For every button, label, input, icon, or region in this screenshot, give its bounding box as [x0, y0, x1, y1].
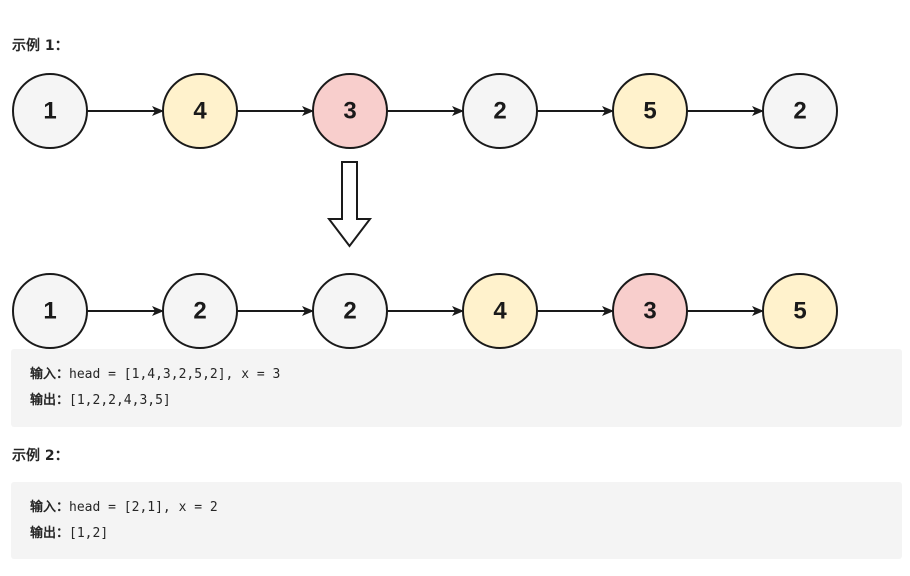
before-list-node-value: 3	[343, 97, 356, 124]
before-list-node-value: 2	[793, 97, 806, 124]
before-list-node	[12, 73, 88, 149]
after-list-node-value: 1	[43, 297, 56, 324]
after-list-node	[12, 273, 88, 349]
example-1-output-line: 输出：[1,2,2,4,3,5]	[30, 391, 171, 411]
output-label: 输出：	[30, 393, 70, 408]
linked-list-diagram: 1 4 3 2 5 2 1 2 2 4 3 5	[12, 73, 838, 349]
input-value: head = [2,1], x = 2	[69, 500, 218, 515]
before-list-node-value: 5	[643, 97, 656, 124]
output-value: [1,2,2,4,3,5]	[69, 393, 171, 408]
after-list-node-value: 5	[793, 297, 806, 324]
output-label: 输出：	[30, 526, 70, 541]
output-value: [1,2]	[69, 526, 109, 541]
example-2-heading: 示例 2：	[12, 448, 69, 464]
after-list-node-value: 2	[193, 297, 206, 324]
input-label: 输入：	[30, 367, 70, 382]
after-list-row: 1 2 2 4 3 5	[12, 273, 838, 349]
after-list-node-value: 4	[493, 297, 507, 324]
after-list-node	[162, 273, 238, 349]
example-1-heading: 示例 1：	[12, 38, 69, 54]
example-1-input-line: 输入：head = [1,4,3,2,5,2], x = 3	[30, 365, 280, 385]
after-list-node-value: 3	[643, 297, 656, 324]
example-2-input-line: 输入：head = [2,1], x = 2	[30, 498, 218, 518]
before-list-node-value: 2	[493, 97, 506, 124]
before-list-node	[762, 73, 838, 149]
after-list-node	[312, 273, 388, 349]
before-list-node-value: 4	[193, 97, 207, 124]
after-list-node	[612, 273, 688, 349]
input-value: head = [1,4,3,2,5,2], x = 3	[69, 367, 281, 382]
before-list-node	[462, 73, 538, 149]
after-list-node	[462, 273, 538, 349]
before-list-node	[162, 73, 238, 149]
after-list-node-value: 2	[343, 297, 356, 324]
before-list-node	[312, 73, 388, 149]
transform-down-arrow-icon	[326, 161, 373, 248]
example-1-code-block: 输入：head = [1,4,3,2,5,2], x = 3 输出：[1,2,2…	[11, 349, 902, 427]
example-2-output-line: 输出：[1,2]	[30, 524, 108, 544]
after-list-node	[762, 273, 838, 349]
before-list-node	[612, 73, 688, 149]
before-list-row: 1 4 3 2 5 2	[12, 73, 838, 149]
input-label: 输入：	[30, 500, 70, 515]
before-list-node-value: 1	[43, 97, 56, 124]
example-2-code-block: 输入：head = [2,1], x = 2 输出：[1,2]	[11, 482, 902, 559]
